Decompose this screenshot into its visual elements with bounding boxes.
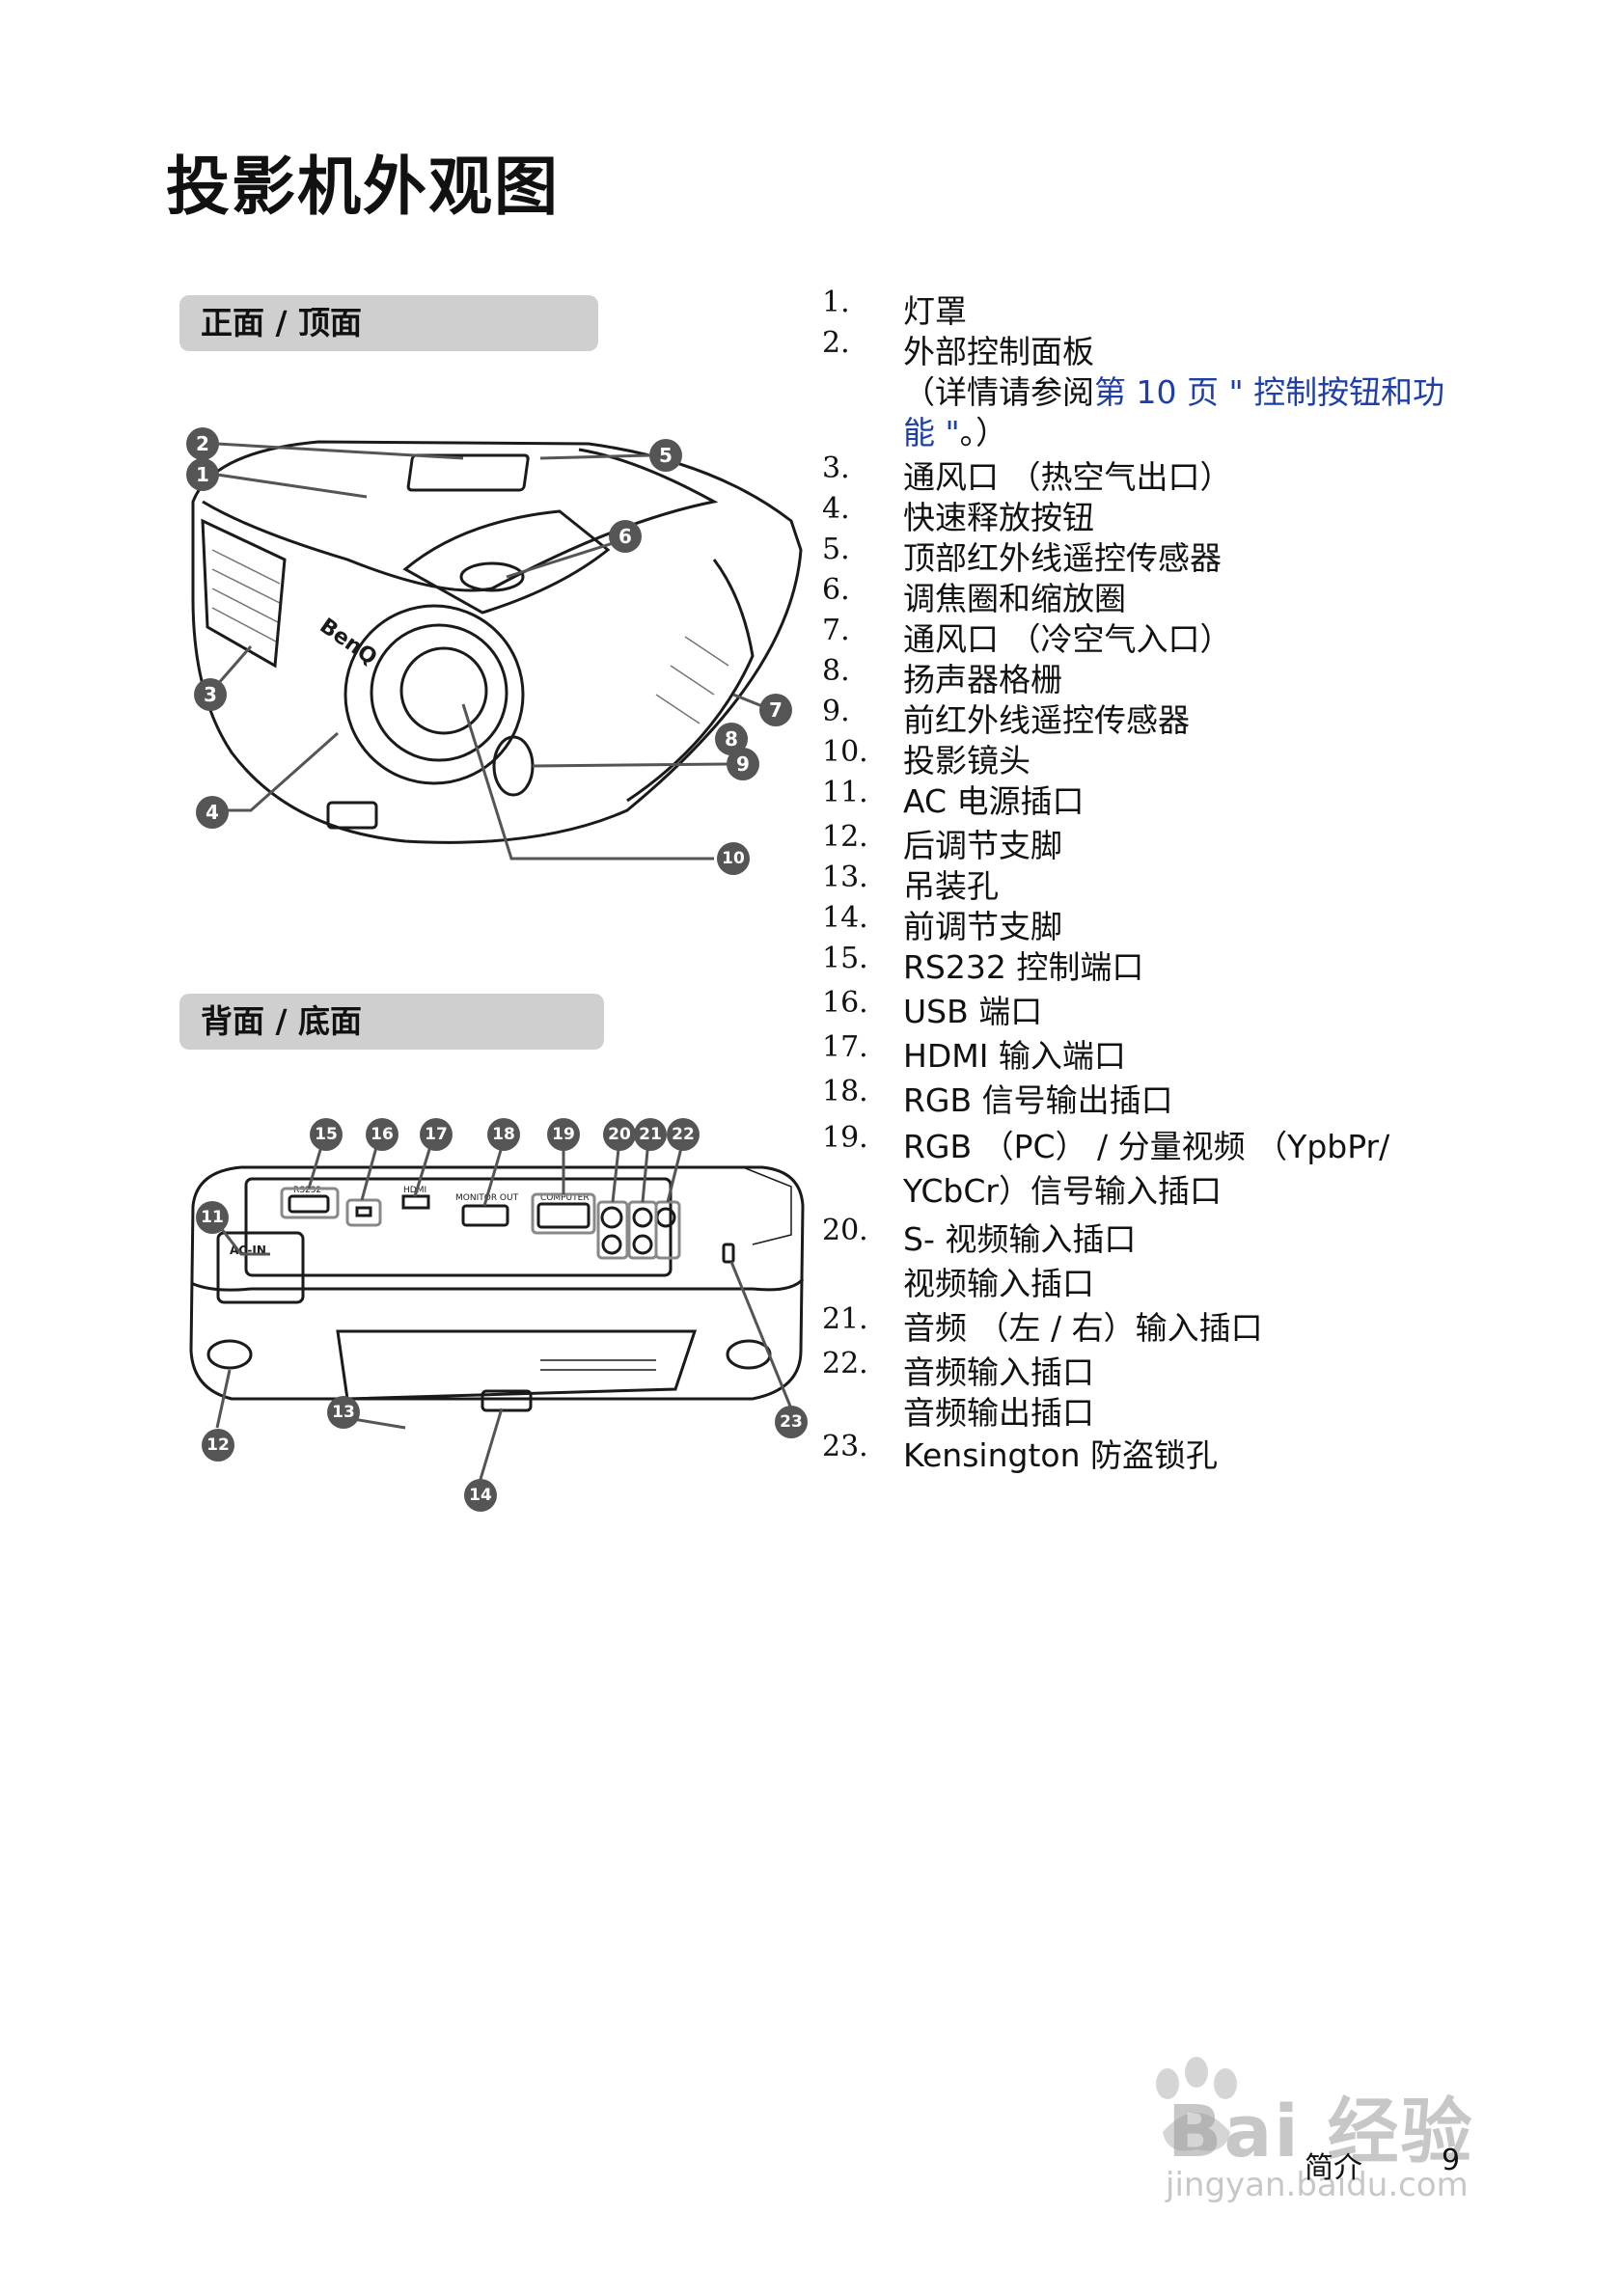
bottom-cover [336,1329,698,1401]
lens-core [399,646,488,735]
callout-22: 22 [672,1125,695,1144]
callout-23: 23 [780,1412,803,1432]
lens-outer [343,604,525,785]
callout-15: 15 [315,1125,338,1144]
rear-foot-left [206,1339,253,1370]
rgb-out-port [461,1204,509,1227]
callout-5: 5 [659,444,673,467]
callout-6: 6 [618,525,632,548]
front-foot-bottom [481,1389,533,1412]
front-ir-window [492,735,535,797]
rear-honeycomb-vent [742,1166,792,1245]
callout-18: 18 [492,1125,515,1144]
callout-10: 10 [722,849,745,868]
audio-lr-port [632,1207,653,1228]
control-panel [406,453,530,492]
callout-21: 21 [639,1125,662,1144]
footer-section-name: 简介 [1305,2151,1362,2185]
baidu-paw-icon [1156,2057,1237,2151]
audio-in-port [632,1234,653,1255]
brand-logo: BenQ [316,614,381,670]
watermark-url: jingyan.baidu.com [1166,2166,1469,2204]
speaker-grille-edge [626,559,755,803]
projector-rear-body [189,1165,805,1401]
rear-panel-divider [190,1277,805,1292]
s-video-port [600,1206,623,1229]
callout-1: 1 [196,463,209,486]
page-reference-link-cont[interactable]: 能 " [903,414,960,451]
callout-2: 2 [196,432,209,455]
callout-13: 13 [332,1403,355,1422]
page-number: 9 [1442,2144,1461,2177]
callout-14: 14 [469,1486,492,1505]
callout-4: 4 [206,801,219,824]
callout-9: 9 [736,752,750,776]
rear-foot-right [726,1339,772,1370]
callout-17: 17 [425,1125,448,1144]
page-title: 投影机外观图 [166,150,560,224]
callout-20: 20 [608,1125,631,1144]
rs232-port [288,1194,330,1214]
kensington-slot [722,1243,735,1264]
callout-3: 3 [204,683,217,706]
callout-16: 16 [371,1125,394,1144]
connector-panel [244,1177,673,1277]
projector-front-diagram: BenQ 1 2 3 4 5 6 7 8 9 10 [186,427,803,875]
ac-inlet [216,1231,305,1304]
projector-body-outline [191,440,803,844]
lens-inner [370,623,508,762]
projector-rear-diagram: AC-IN RS232 HDMI MONITOR OUT COMPUTER [189,1118,808,1512]
side-vent [201,518,287,669]
usb-port [355,1206,372,1217]
page-reference-link[interactable]: 第 10 页 " 控制按钮和功 [1094,373,1445,411]
callout-12: 12 [206,1435,230,1455]
callout-8: 8 [725,727,738,751]
callout-19: 19 [552,1125,575,1144]
computer-label: COMPUTER [540,1193,590,1203]
zoom-focus-recess [402,509,611,615]
projector-top-edge [202,448,719,592]
focus-ring [459,561,525,592]
section-header-rear-bottom: 背面 / 底面 [179,994,604,1050]
front-foot [326,801,378,830]
section-header-front-top: 正面 / 顶面 [179,295,598,351]
rs232-label: RS232 [293,1186,321,1195]
callout-7: 7 [769,698,783,722]
callout-11: 11 [201,1208,224,1227]
hdmi-label: HDMI [403,1186,426,1195]
watermark-brand: Bai 经验 [1168,2091,1474,2173]
hdmi-port [401,1194,430,1210]
video-port [601,1234,622,1255]
rgb-in-port [536,1202,591,1229]
